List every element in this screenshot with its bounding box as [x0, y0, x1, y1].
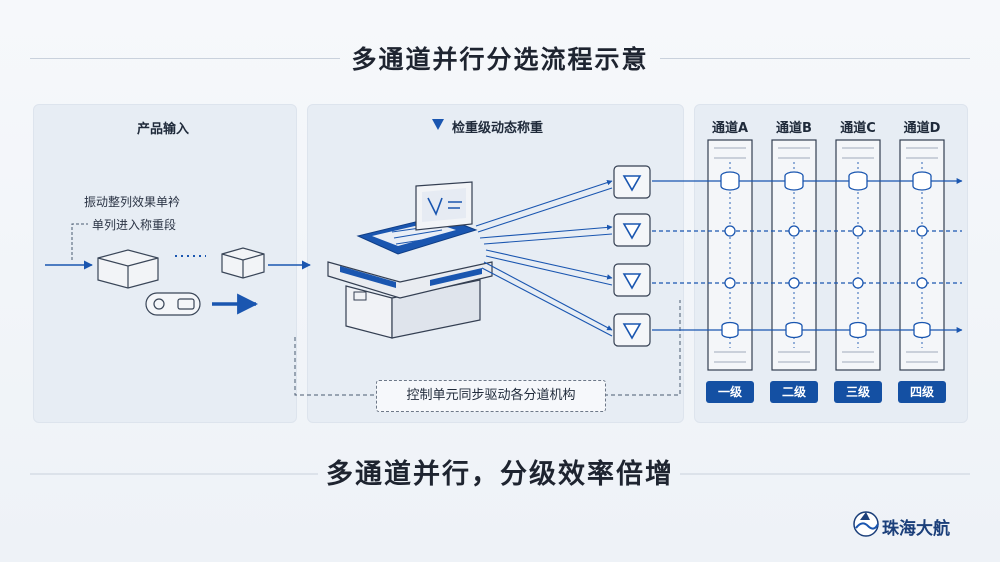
channel-columns	[652, 139, 963, 371]
shield-icon	[432, 119, 444, 130]
level-badge-3: 三级	[834, 381, 882, 403]
checkweigher-machine-icon	[327, 181, 493, 339]
box-icon-right	[221, 247, 265, 279]
brand-name: 珠海大航	[882, 519, 950, 539]
channel-d-heading: 通道D	[903, 121, 941, 136]
bottom-slogan: 多通道并行，分级效率倍增	[326, 459, 674, 490]
channel-a-heading: 通道A	[711, 121, 749, 136]
channel-b-heading: 通道B	[776, 121, 812, 136]
input-heading: 产品输入	[137, 122, 190, 137]
title-rule-left	[30, 58, 340, 59]
vibration-label: 振动整列效果单衿	[84, 195, 181, 209]
weigher-heading: 检重级动态称重	[452, 121, 544, 136]
fanout-lines	[475, 179, 613, 337]
dashed-guide	[71, 223, 88, 260]
level-badge-2: 二级	[770, 381, 818, 403]
box-icon-left	[97, 249, 159, 289]
control-link	[294, 300, 681, 396]
channel-c-heading: 通道C	[840, 121, 876, 136]
sorter-units	[613, 165, 651, 347]
single-lane-label: 单列进入称重段	[92, 218, 177, 232]
brand-logo-icon	[853, 511, 879, 537]
level-badge-4: 四级	[898, 381, 946, 403]
control-unit-box: 控制单元同步驱动各分道机构	[376, 380, 606, 412]
title-rule-right	[660, 58, 970, 59]
page-title: 多通道并行分选流程示意	[351, 45, 649, 74]
sensor-icon	[145, 292, 201, 316]
level-badge-1: 一级	[706, 381, 754, 403]
